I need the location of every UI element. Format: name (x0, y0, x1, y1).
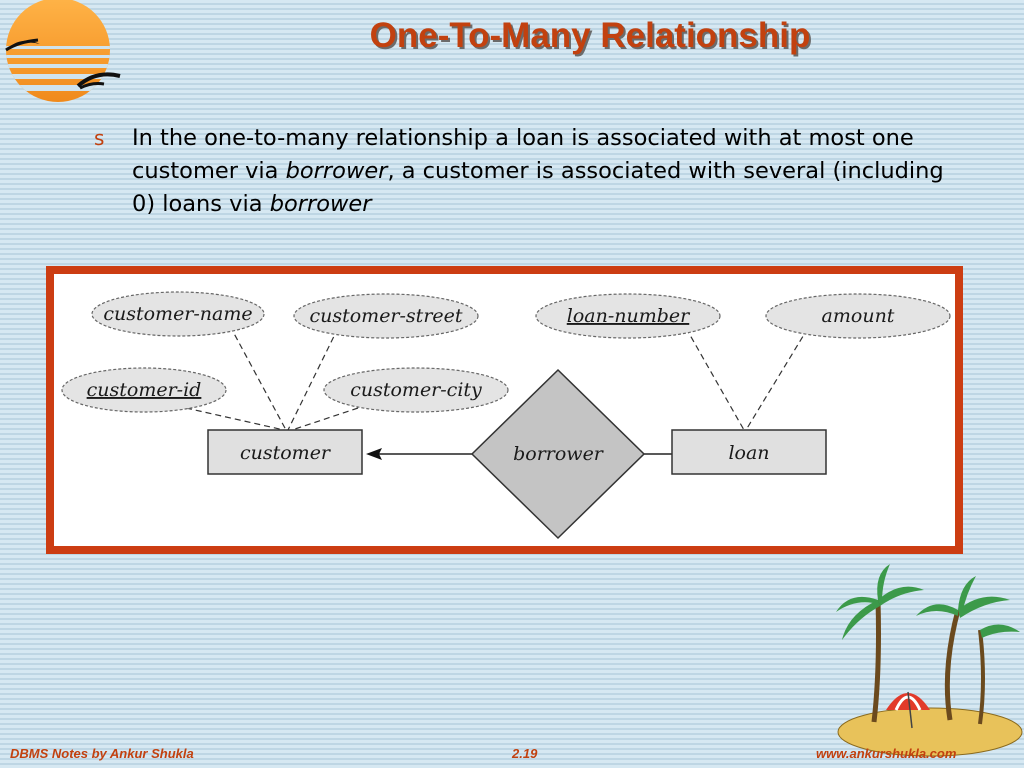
link-customer-id (185, 407, 285, 431)
attribute-amount-label: amount (822, 305, 895, 327)
bullet-text: In the one-to-many relationship a loan i… (132, 122, 972, 221)
sun-logo-icon (5, 0, 121, 102)
page-title: One-To-Many Relationship (369, 16, 811, 55)
footer-website: www.ankurshukla.com (816, 746, 957, 761)
palm-island-icon (836, 564, 1023, 757)
entity-customer-label: customer (240, 442, 332, 464)
attribute-customer-city: customer-city (323, 367, 509, 413)
bullet-emphasis-borrower-1: borrower (285, 158, 388, 184)
entity-loan-label: loan (728, 442, 769, 464)
attribute-customer-street-label: customer-street (309, 305, 462, 327)
attribute-loan-number-label: loan-number (567, 305, 691, 327)
er-diagram: customer-name customer-street customer-i… (61, 291, 951, 540)
attribute-customer-city-label: customer-city (350, 379, 482, 401)
attribute-amount: amount (765, 293, 951, 339)
link-amount (745, 327, 809, 431)
attribute-customer-name: customer-name (91, 291, 265, 337)
attribute-customer-name-label: customer-name (103, 303, 252, 325)
link-customer-name (229, 325, 287, 431)
bullet-text-part2: , a customer is associated with several … (132, 158, 944, 217)
er-diagram-frame: customer-name customer-street customer-i… (46, 266, 963, 554)
footer-author: DBMS Notes by Ankur Shukla (10, 746, 194, 761)
bullet-marker: s (94, 126, 105, 150)
entity-loan: loan (671, 429, 827, 475)
attribute-loan-number: loan-number (535, 293, 721, 339)
attribute-customer-street: customer-street (293, 293, 479, 339)
attribute-customer-id-label: customer-id (87, 379, 202, 401)
link-customer-street (287, 327, 339, 431)
link-customer-city (291, 407, 359, 431)
relationship-borrower-label: borrower (513, 443, 605, 465)
attribute-customer-id: customer-id (61, 367, 227, 413)
relationship-borrower: borrower (470, 368, 646, 540)
arrowhead-icon (366, 448, 382, 460)
entity-customer: customer (207, 429, 363, 475)
bullet-text-part1: In the one-to-many relationship a loan i… (132, 125, 914, 184)
bullet-emphasis-borrower-2: borrower (269, 191, 372, 217)
link-loan-number (685, 327, 745, 431)
footer-page-number: 2.19 (512, 746, 538, 761)
